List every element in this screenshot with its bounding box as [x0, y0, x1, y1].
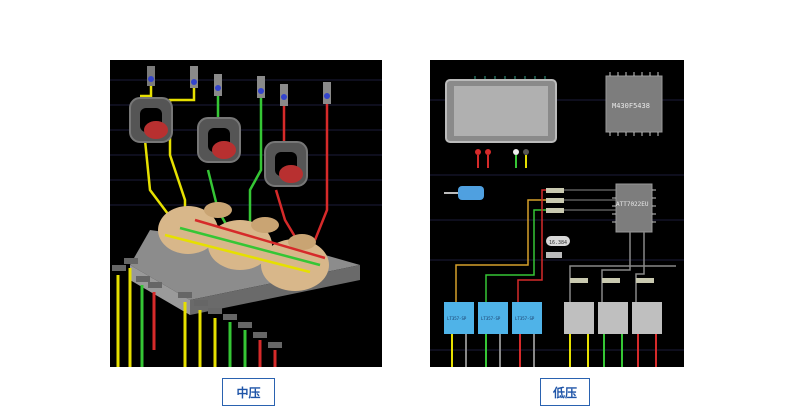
crystal [546, 236, 570, 258]
relay-label-3: LT357-SP [515, 316, 535, 321]
voltage-relays [444, 302, 542, 334]
mcu-chip [605, 72, 663, 136]
mcu-label: M430F5438 [612, 102, 650, 110]
insulator-posts [147, 66, 331, 106]
cable-lugs [112, 258, 282, 348]
capacitor [444, 186, 484, 200]
relay-label-2: LT357-SP [481, 316, 501, 321]
medium-voltage-caption[interactable]: 中压 [222, 378, 275, 406]
low-voltage-diagram: M430F5438 ATT7022 [430, 60, 684, 367]
metering-chip [612, 183, 656, 233]
bottom-terminals [451, 334, 657, 367]
low-voltage-caption[interactable]: 低压 [540, 378, 590, 406]
metering-chip-label: ATT7022EU [616, 201, 649, 208]
current-modules [564, 302, 662, 334]
current-transformers [129, 97, 308, 187]
mv-3d-model [110, 66, 382, 367]
vacuum-breakers [158, 202, 329, 291]
sampling-resistors [570, 278, 654, 283]
output-cables [116, 268, 277, 367]
relay-label-1: LT357-SP [447, 316, 467, 321]
crystal-label: 16.384 [549, 240, 567, 246]
lcd-display [445, 76, 557, 143]
lv-pcb-model: M430F5438 ATT7022 [430, 72, 684, 367]
indicator-leds [475, 149, 529, 168]
input-resistors [546, 188, 616, 213]
medium-voltage-diagram [110, 60, 382, 367]
